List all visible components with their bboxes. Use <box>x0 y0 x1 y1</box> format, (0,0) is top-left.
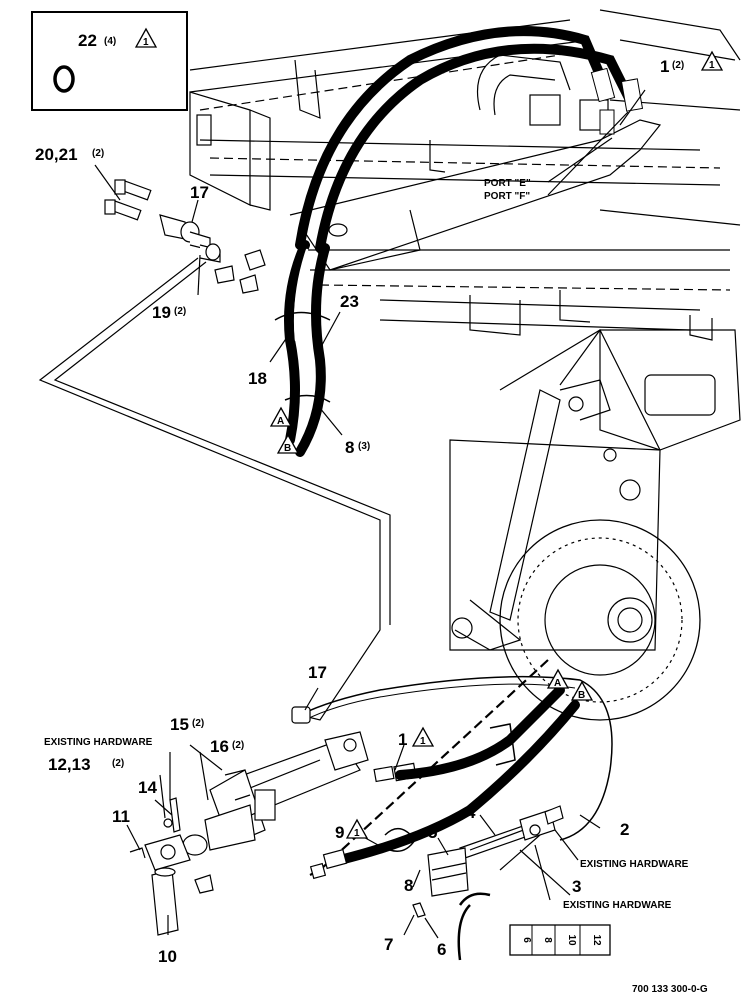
callout-17-top: 17 <box>190 183 209 202</box>
revision-flag-1-top: 1 <box>709 60 715 71</box>
revision-flag-22: 1 <box>143 37 149 48</box>
callout-4: 4 <box>466 803 476 822</box>
revision-flag-icon <box>134 27 158 48</box>
callout-1-bottom: 1 <box>398 730 407 749</box>
connector-b-top: B <box>284 443 291 454</box>
callout-16-qty: (2) <box>232 740 244 751</box>
revision-flag-icon <box>411 726 435 747</box>
connector-a-bottom: A <box>554 678 561 689</box>
callout-2: 2 <box>620 820 629 839</box>
callout-23: 23 <box>340 292 359 311</box>
callout-7: 7 <box>384 935 393 954</box>
revision-flag-1-bottom: 1 <box>420 736 426 747</box>
connector-flag-icon <box>570 680 594 701</box>
callout-17-bottom: 17 <box>308 663 327 682</box>
port-e-label: PORT "E" <box>484 178 531 189</box>
leader-lines <box>94 89 646 939</box>
callout-12-13-qty: (2) <box>112 758 124 769</box>
callout-10: 10 <box>158 947 177 966</box>
connector-b-bottom: B <box>578 690 585 701</box>
connector-flag-icon <box>269 406 293 427</box>
callout-19-qty: (2) <box>174 306 186 317</box>
lower-assembly <box>129 675 613 961</box>
callout-6: 6 <box>437 940 446 959</box>
callout-15: 15 <box>170 715 189 734</box>
drawing-number: 700 133 300-0-G <box>632 984 708 995</box>
machine-frame <box>189 9 741 721</box>
existing-hardware-right: EXISTING HARDWARE <box>580 859 689 870</box>
connector-a-top: A <box>277 416 284 427</box>
scale-mark: 6 <box>521 937 532 943</box>
revision-flag-9: 1 <box>354 828 360 839</box>
callout-18: 18 <box>248 369 267 388</box>
callout-8-top-qty: (3) <box>358 441 370 452</box>
callout-1-top: 1 <box>660 57 669 76</box>
callout-16: 16 <box>210 737 229 756</box>
bolt-hardware <box>104 179 266 294</box>
callout-3: 3 <box>572 877 581 896</box>
callout-22-qty: (4) <box>104 36 116 47</box>
connector-flag-icon <box>546 668 570 689</box>
inset-oring-box: 22 (4) 1 <box>31 11 188 111</box>
callout-12-13: 12,13 <box>48 755 91 774</box>
callout-20-21: 20,21 <box>35 145 78 164</box>
upper-hose-pair <box>274 26 644 457</box>
callout-15-qty: (2) <box>192 718 204 729</box>
port-f-label: PORT "F" <box>484 191 530 202</box>
scale-mark: 8 <box>542 937 553 943</box>
callout-5: 5 <box>428 823 437 842</box>
callout-20-21-qty: (2) <box>92 148 104 159</box>
scale-mark: 12 <box>591 934 602 946</box>
existing-hardware-left: EXISTING HARDWARE <box>44 737 153 748</box>
callout-8-top: 8 <box>345 438 354 457</box>
revision-flag-icon <box>345 818 369 839</box>
scale-mark: 10 <box>566 934 577 946</box>
oring-icon <box>53 65 75 93</box>
callout-19: 19 <box>152 303 171 322</box>
revision-flag-icon <box>700 50 724 71</box>
callout-11: 11 <box>112 807 130 826</box>
callout-8-bottom: 8 <box>404 876 413 895</box>
callout-1-top-qty: (2) <box>672 60 684 71</box>
existing-hardware-bottom: EXISTING HARDWARE <box>563 900 672 911</box>
drive-gear <box>499 519 701 721</box>
adjustment-scale: 6 8 10 12 <box>509 924 611 956</box>
connector-flag-icon <box>276 433 300 454</box>
callout-22: 22 <box>78 31 97 50</box>
callout-14: 14 <box>138 778 157 797</box>
callout-9: 9 <box>335 823 344 842</box>
